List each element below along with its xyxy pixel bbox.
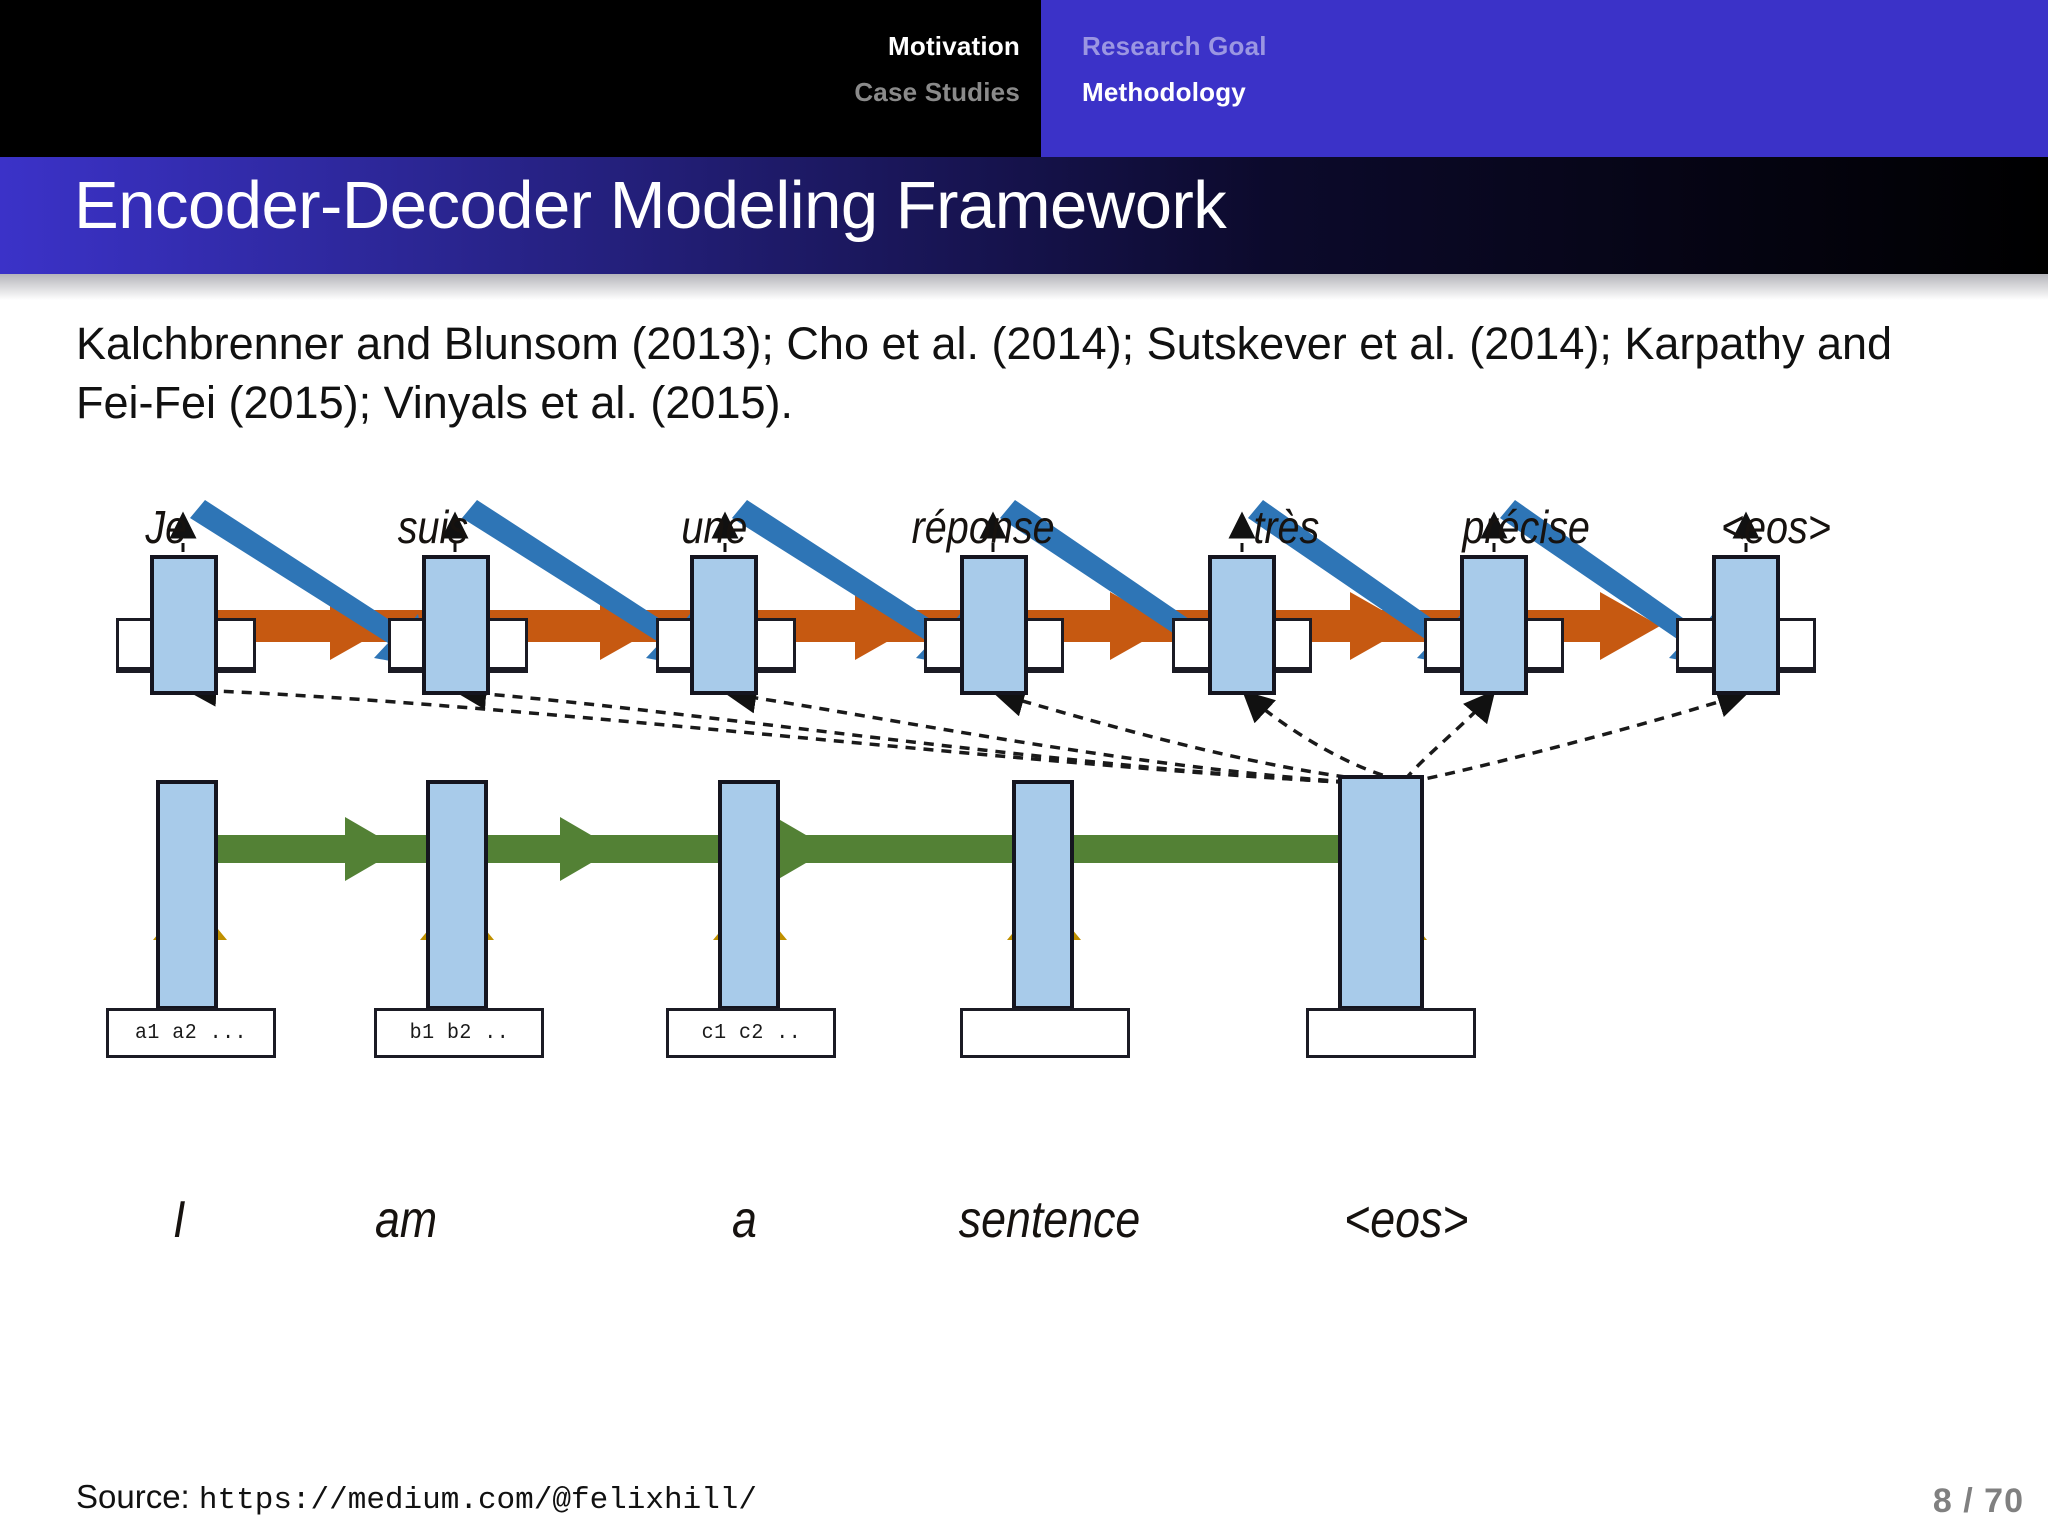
input-token-box-2[interactable]: c1 c2 ..	[666, 1008, 836, 1058]
nav-item-motivation[interactable]: Motivation	[888, 31, 1020, 61]
page-title: Encoder-Decoder Modeling Framework	[74, 168, 1227, 243]
output-word-0: Je	[145, 501, 188, 553]
output-word-3: réponse	[911, 501, 1055, 553]
decoder-cell-2[interactable]	[690, 555, 758, 695]
title-band	[0, 157, 2048, 274]
nav-right-panel	[1041, 0, 2048, 157]
top-navigation-bar: Motivation Case Studies Research Goal Me…	[0, 0, 2048, 157]
source-line: Source: https://medium.com/@felixhill/	[76, 1478, 757, 1518]
output-word-6: <eos>	[1720, 501, 1831, 553]
decoder-cell-3[interactable]	[960, 555, 1028, 695]
input-token-box-1-text: b1 b2 ..	[409, 1021, 509, 1045]
source-label: Source:	[76, 1478, 190, 1515]
encoder-cell-3[interactable]	[1012, 780, 1074, 1010]
input-token-box-2-text: c1 c2 ..	[701, 1021, 801, 1045]
nav-item-methodology[interactable]: Methodology	[1082, 77, 1246, 107]
output-word-1: suis	[397, 501, 469, 553]
input-word-3: sentence	[958, 1191, 1141, 1249]
nav-item-case-studies[interactable]: Case Studies	[854, 77, 1020, 107]
output-word-2: une	[681, 501, 748, 553]
input-token-box-3[interactable]	[960, 1008, 1130, 1058]
input-word-1: am	[375, 1191, 438, 1249]
embedding-arrows	[153, 895, 1427, 1010]
title-band-shadow	[0, 274, 2048, 300]
decoder-cell-5[interactable]	[1460, 555, 1528, 695]
decoder-cell-6[interactable]	[1712, 555, 1780, 695]
input-token-box-4[interactable]	[1306, 1008, 1476, 1058]
output-word-5: précise	[1462, 501, 1590, 553]
nav-column-right: Research Goal Methodology	[1082, 0, 1482, 157]
decoder-cell-4[interactable]	[1208, 555, 1276, 695]
citation-text: Kalchbrenner and Blunsom (2013); Cho et …	[76, 318, 1893, 428]
encoder-cell-4[interactable]	[1338, 775, 1424, 1010]
input-word-0: I	[173, 1191, 186, 1249]
decoder-cell-1[interactable]	[422, 555, 490, 695]
encoder-decoder-figure: Je suis une réponse très précise <eos> a…	[0, 480, 2048, 1440]
decoder-output-arrows	[169, 511, 1760, 552]
decoder-cell-0[interactable]	[150, 555, 218, 695]
decoder-feedback-arrows	[190, 500, 1723, 668]
input-word-2: a	[732, 1191, 757, 1249]
encoder-cell-0[interactable]	[156, 780, 218, 1010]
nav-item-research-goal[interactable]: Research Goal	[1082, 31, 1267, 61]
source-url[interactable]: https://medium.com/@felixhill/	[198, 1483, 757, 1518]
input-word-4: <eos>	[1344, 1191, 1469, 1249]
context-vector-lines	[184, 675, 1750, 787]
output-word-4: très	[1253, 501, 1320, 553]
nav-column-left: Motivation Case Studies	[720, 0, 1020, 157]
encoder-cell-1[interactable]	[426, 780, 488, 1010]
encoder-cell-2[interactable]	[718, 780, 780, 1010]
input-token-box-0[interactable]: a1 a2 ...	[106, 1008, 276, 1058]
encoder-recurrent-arrows	[157, 817, 1395, 881]
input-token-box-0-text: a1 a2 ...	[134, 1021, 248, 1045]
page-number: 8 / 70	[1932, 1482, 2024, 1520]
input-token-box-1[interactable]: b1 b2 ..	[374, 1008, 544, 1058]
